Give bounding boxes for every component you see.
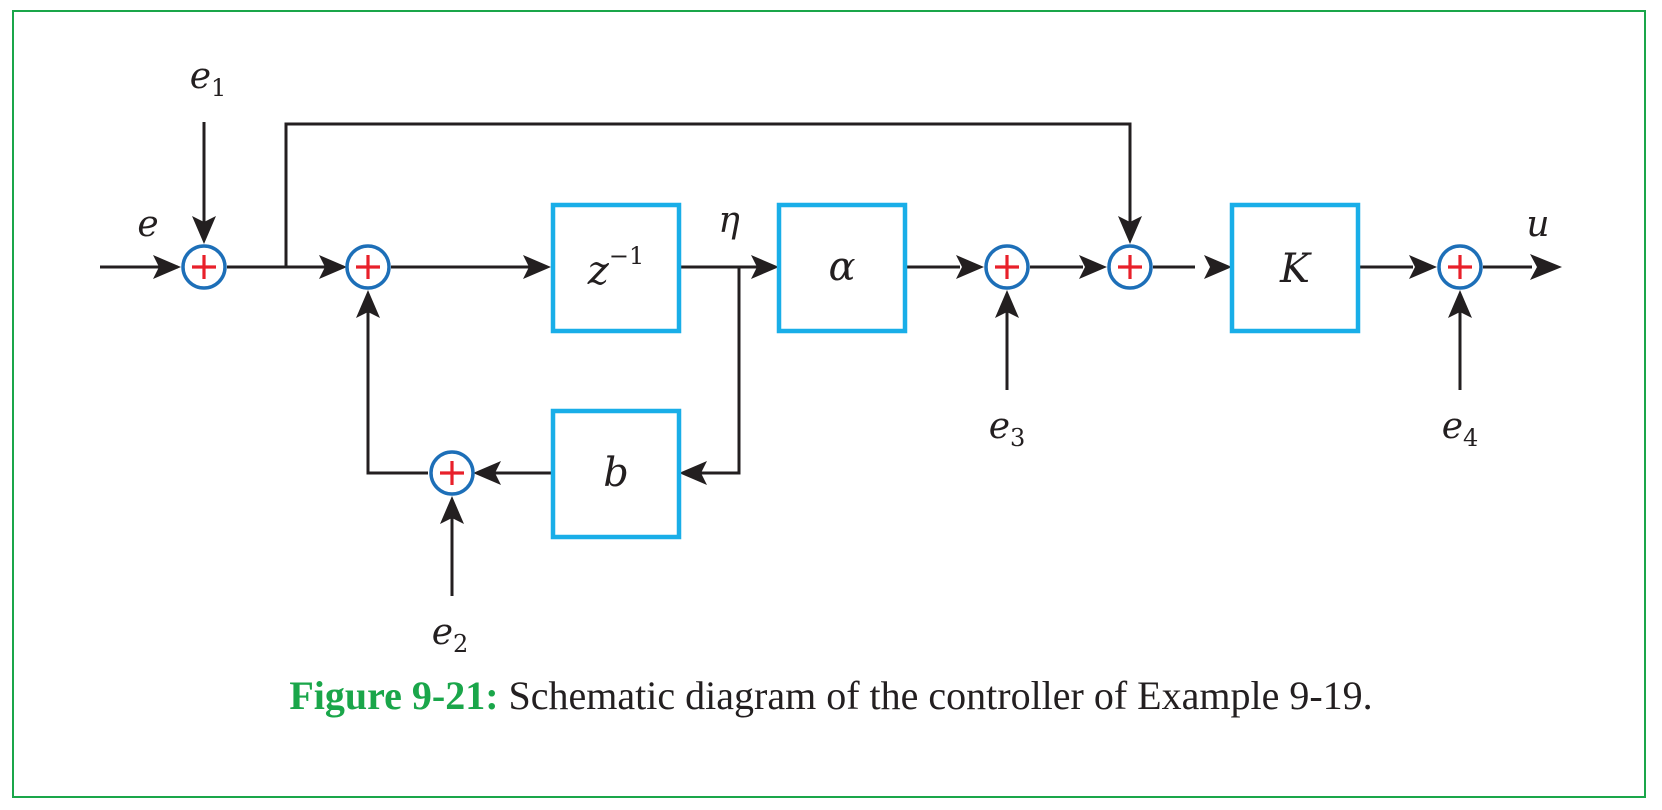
arrowhead-into-s1	[153, 255, 181, 279]
b-label: b	[603, 450, 629, 496]
signal-eta-label: η	[718, 200, 740, 241]
wire-s5-s2	[366, 298, 428, 475]
arrowhead-into-delay	[523, 255, 551, 279]
arrowhead-output	[1530, 254, 1562, 280]
delay-base: z	[587, 248, 610, 294]
arrowhead-e3-up	[995, 290, 1019, 318]
arrowhead-feedforward-down	[1118, 216, 1142, 244]
e3-base: e	[989, 406, 1010, 447]
e4-base: e	[1442, 406, 1463, 447]
signal-e3-label: e3	[989, 406, 1026, 452]
wire-eta-feedback	[690, 267, 741, 475]
arrowhead-into-s4	[1079, 255, 1107, 279]
wires	[100, 122, 1532, 596]
summer-s4	[1107, 244, 1153, 290]
delay-exponent: −1	[609, 242, 644, 270]
arrowhead-into-K	[1204, 255, 1232, 279]
K-label: K	[1279, 246, 1312, 292]
figure-number: Figure 9-21:	[289, 673, 499, 718]
summer-s3	[984, 244, 1030, 290]
signal-e1-label: e1	[190, 56, 227, 102]
wire-feedforward	[284, 122, 1132, 267]
arrowheads	[153, 216, 1562, 524]
arrowhead-into-s2	[319, 255, 347, 279]
figure-frame	[12, 10, 1646, 798]
arrowhead-into-s6	[1409, 255, 1437, 279]
summer-s5	[429, 450, 475, 496]
arrowhead-into-b	[679, 461, 707, 485]
e1-subscript: 1	[211, 74, 226, 102]
e3-subscript: 3	[1010, 424, 1025, 452]
arrowhead-into-alpha	[751, 255, 779, 279]
blocks	[550, 202, 1361, 540]
summer-s2	[345, 244, 391, 290]
e1-base: e	[190, 56, 211, 97]
alpha-label: α	[828, 244, 855, 290]
delay-label: z−1	[587, 242, 644, 294]
caption-text: Schematic diagram of the controller of E…	[498, 673, 1373, 718]
e2-subscript: 2	[453, 630, 468, 658]
signal-e-label: e	[137, 204, 158, 245]
figure-caption: Figure 9-21: Schematic diagram of the co…	[0, 672, 1662, 719]
alpha-block	[776, 202, 908, 334]
signal-u-label: u	[1526, 204, 1549, 245]
b-block	[550, 408, 682, 540]
arrowhead-into-s3	[956, 255, 984, 279]
e2-base: e	[432, 612, 453, 653]
summer-s6	[1437, 244, 1483, 290]
arrowhead-into-s5	[473, 461, 501, 485]
signal-e2-label: e2	[432, 612, 469, 658]
signal-e4-label: e4	[1442, 406, 1479, 452]
delay-block	[550, 202, 682, 334]
arrowhead-feedback-up	[356, 290, 380, 318]
summer-s1	[181, 244, 227, 290]
K-block	[1229, 202, 1361, 334]
arrowhead-e4-up	[1448, 290, 1472, 318]
arrowhead-e2-up	[440, 496, 464, 524]
e4-subscript: 4	[1463, 424, 1478, 452]
arrowhead-e1-down	[192, 216, 216, 244]
